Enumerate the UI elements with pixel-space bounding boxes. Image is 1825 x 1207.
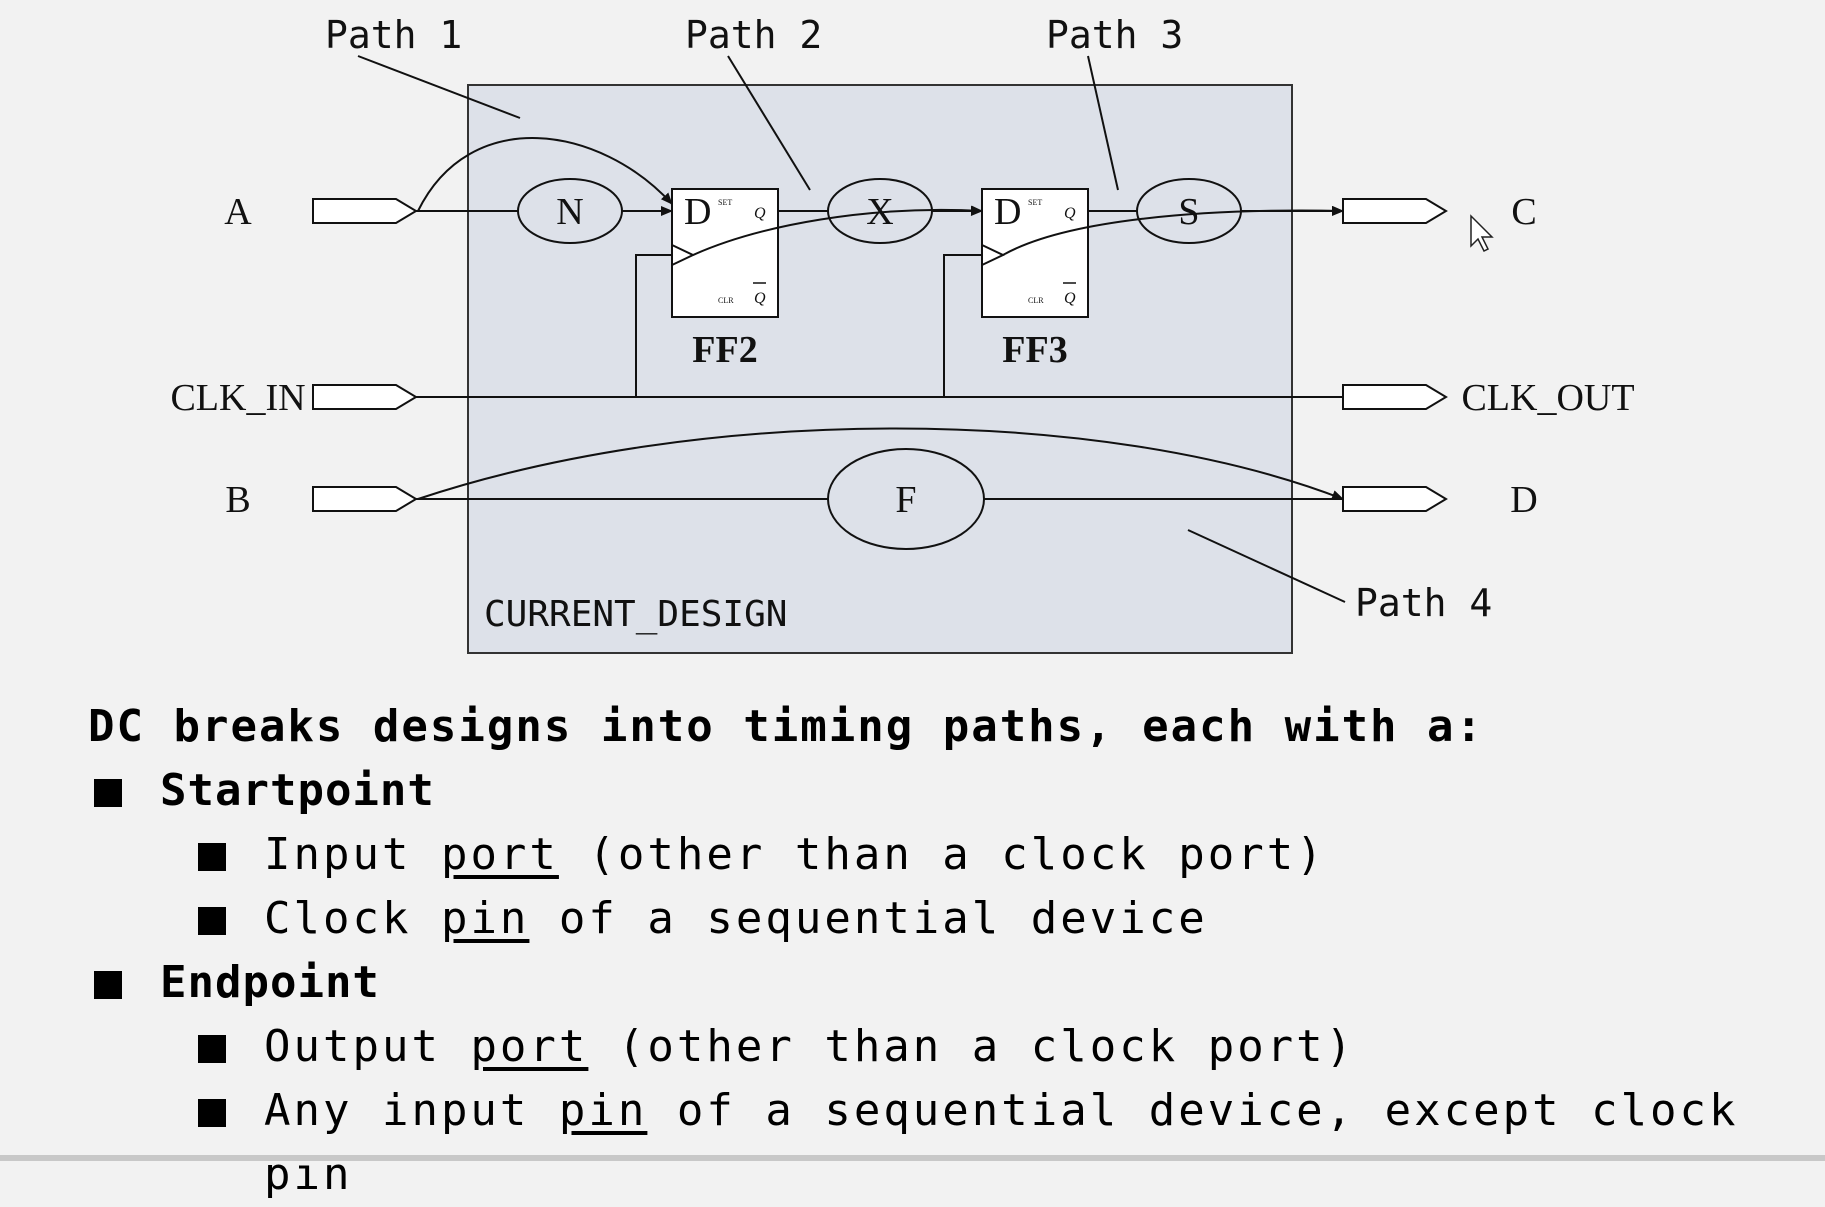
port-clk-in-label: CLK_IN	[170, 377, 305, 419]
path1-callout	[357, 55, 521, 119]
clock-pin-text-a: Clock	[264, 893, 441, 944]
logic-f-label: F	[895, 479, 916, 521]
port-d-label: D	[1510, 479, 1537, 521]
bullet-output-port: Output port (other than a clock port)	[88, 1015, 1808, 1079]
ff2-q-pin: Q	[754, 205, 766, 222]
bullet-square-icon	[198, 907, 226, 935]
wire-clk-ff3	[943, 254, 982, 397]
port-b-shape	[312, 486, 418, 512]
path2-label: Path 2	[685, 13, 822, 57]
path1-arc	[417, 137, 673, 212]
port-b-label: B	[225, 479, 250, 521]
path3-callout	[1087, 55, 1119, 191]
bullet-endpoint: Endpoint	[88, 951, 1808, 1015]
bullet-square-icon	[198, 1099, 226, 1127]
output-port-text-a: Output	[264, 1021, 471, 1072]
output-port-text-b: (other than a clock port)	[588, 1021, 1356, 1072]
input-pin-text-a: Any input	[264, 1085, 559, 1136]
ff3-qbar-pin: Q	[1064, 290, 1076, 307]
path3-label: Path 3	[1046, 13, 1183, 57]
port-c-shape	[1342, 198, 1448, 224]
port-d-shape	[1342, 486, 1448, 512]
ff2-qbar-pin: Q	[754, 290, 766, 307]
bullet-input-port: Input port (other than a clock port)	[88, 823, 1808, 887]
clock-pin-term: pin	[440, 893, 530, 944]
bullet-square-icon	[198, 843, 226, 871]
mouse-cursor-icon	[1470, 214, 1494, 253]
bullet-startpoint: Startpoint	[88, 759, 1808, 823]
path3-arc	[1002, 205, 1344, 256]
port-a-label: A	[224, 191, 252, 233]
port-clk-in-shape	[312, 384, 418, 410]
ff3-clr-label: CLR	[1028, 296, 1044, 305]
port-clk-out-shape	[1342, 384, 1448, 410]
ff3-d-pin: D	[994, 191, 1021, 233]
port-clk-out-label: CLK_OUT	[1461, 377, 1634, 419]
output-port-term: port	[470, 1021, 589, 1072]
logic-x	[827, 178, 933, 244]
input-pin-term: pin	[558, 1085, 648, 1136]
input-port-text-a: Input	[264, 829, 441, 880]
ff3-label: FF3	[1002, 329, 1067, 371]
endpoint-label: Endpoint	[160, 957, 380, 1008]
bullet-square-icon	[198, 1035, 226, 1063]
port-c-label: C	[1511, 191, 1536, 233]
bullet-input-pin: Any input pin of a sequential device, ex…	[88, 1079, 1808, 1200]
current-design-box	[467, 84, 1293, 654]
description-text: DC breaks designs into timing paths, eac…	[88, 695, 1808, 1200]
input-port-text-b: (other than a clock port)	[558, 829, 1326, 880]
timing-path-diagram: CURRENT_DESIGN A CLK_IN B C CLK_OUT D N …	[170, 13, 1635, 654]
wire-clk-ff2	[635, 254, 672, 397]
path2-arc	[692, 205, 983, 256]
logic-s-label: S	[1178, 191, 1199, 233]
bullet-clock-pin: Clock pin of a sequential device	[88, 887, 1808, 951]
logic-f	[827, 448, 985, 550]
bullet-square-icon	[94, 779, 122, 807]
ff3-q-pin: Q	[1064, 205, 1076, 222]
ff2-set-label: SET	[718, 198, 732, 207]
path4-arc	[417, 427, 1344, 500]
ff3-set-label: SET	[1028, 198, 1042, 207]
ff2-clr-label: CLR	[718, 296, 734, 305]
logic-n	[517, 178, 623, 244]
port-a-shape	[312, 198, 418, 224]
current-design-label: CURRENT_DESIGN	[484, 594, 787, 635]
path1-label: Path 1	[325, 13, 462, 57]
clock-pin-text-b: of a sequential device	[529, 893, 1208, 944]
heading: DC breaks designs into timing paths, eac…	[88, 701, 1485, 752]
bottom-bar	[0, 1155, 1825, 1161]
startpoint-label: Startpoint	[160, 765, 435, 816]
path4-label: Path 4	[1355, 581, 1492, 625]
input-port-term: port	[440, 829, 559, 880]
path2-callout	[727, 55, 811, 191]
ff2-label: FF2	[692, 329, 757, 371]
logic-n-label: N	[556, 191, 583, 233]
path4-callout	[1187, 529, 1346, 603]
ff2-d-pin: D	[684, 191, 711, 233]
bullet-square-icon	[94, 971, 122, 999]
